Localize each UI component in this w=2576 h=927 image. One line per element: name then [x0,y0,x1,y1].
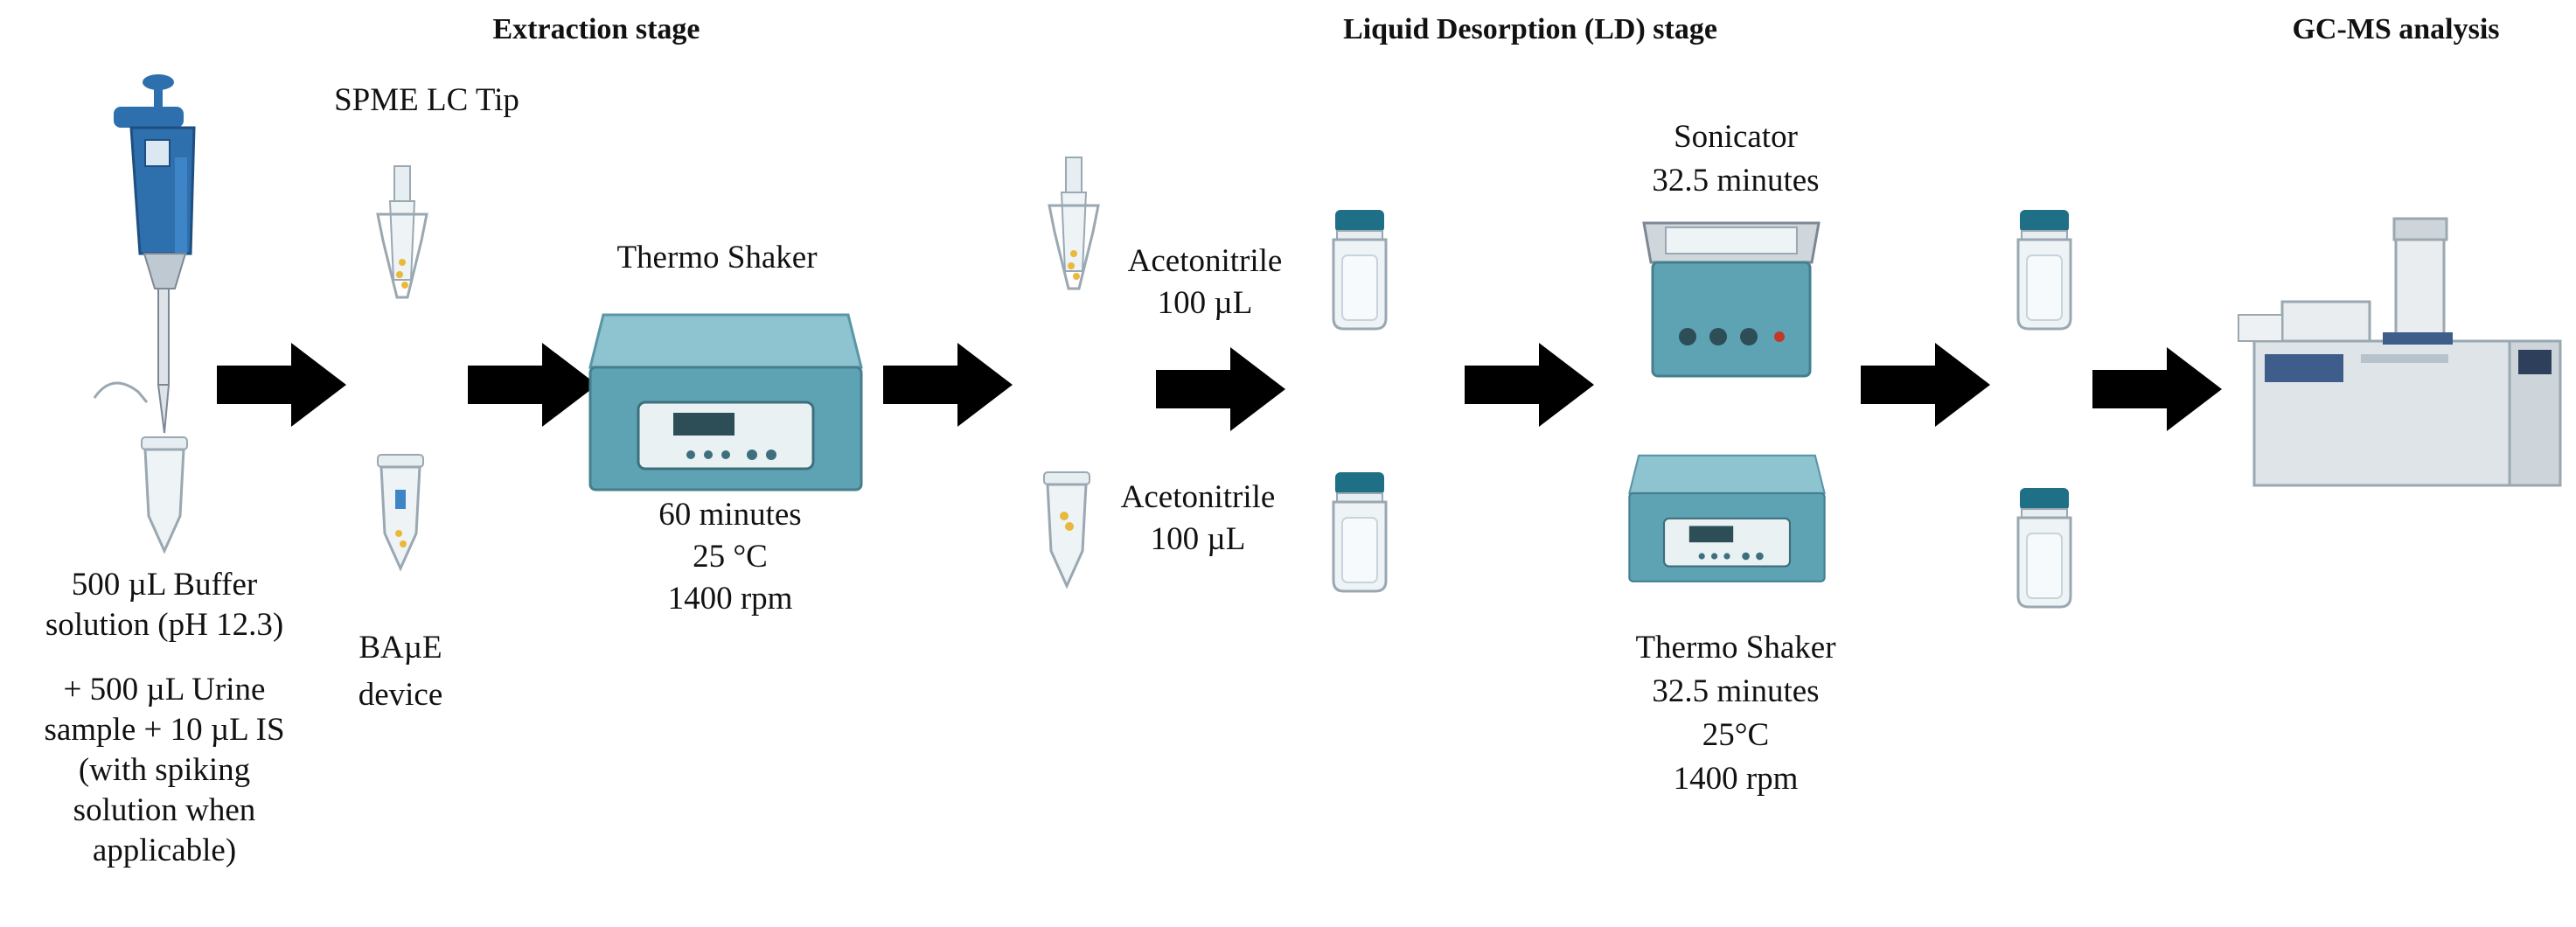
stage-title-desorption: Liquid Desorption (LD) stage [1343,13,1717,45]
acetonitrile-top-label: Acetonitrile [1128,243,1283,279]
arrow-icon [883,343,1013,427]
arrow-icon [1861,343,1990,427]
sonicator-title: Sonicator [1674,119,1798,155]
sample-label-line-6: solution when [73,792,256,828]
sonicator-time: 32.5 minutes [1652,163,1819,199]
arrow-icon [468,343,597,427]
vial-icon [1332,470,1388,593]
spme-tip-icon [1048,156,1100,290]
shaker2-title: Thermo Shaker [1635,630,1835,666]
sample-label-line-5: (with spiking [79,752,250,788]
sample-label-line-2: solution (pH 12.3) [45,607,283,643]
acetonitrile-top-volume: 100 µL [1158,285,1253,321]
shaker-time: 60 minutes [658,497,801,533]
spme-tip-icon [376,164,428,299]
bamue-tube-icon [1042,470,1091,588]
thermo-shaker-icon [588,313,863,491]
stage-title-analysis: GC-MS analysis [2292,13,2499,45]
thermo-shaker-icon [1628,454,1826,582]
sample-label-line-4: sample + 10 µL IS [44,712,284,748]
shaker2-time: 32.5 minutes [1652,673,1819,709]
pipette-icon [114,74,196,434]
arrow-icon [2092,347,2222,431]
bamue-tube-icon [376,453,425,570]
shaker2-temp: 25°C [1702,717,1769,753]
sonicator-icon [1642,221,1821,378]
bamue-label-line-1: BAµE [359,630,442,666]
vial-icon [2016,486,2072,609]
acetonitrile-bottom-label: Acetonitrile [1121,479,1276,515]
gc-ms-instrument-icon [2238,217,2562,487]
sample-label-line-7: applicable) [93,833,236,868]
sample-label-line-1: 500 µL Buffer [72,567,257,603]
bamue-label-line-2: device [359,677,443,713]
shaker-rpm: 1400 rpm [668,581,793,617]
arrow-icon [1465,343,1594,427]
spme-tip-label: SPME LC Tip [334,82,519,118]
microtube-icon [93,381,189,553]
vial-icon [2016,208,2072,331]
shaker-title: Thermo Shaker [616,240,817,275]
stage-title-extraction: Extraction stage [492,13,700,45]
shaker-temp: 25 °C [693,539,768,575]
vial-icon [1332,208,1388,331]
arrow-icon [217,343,346,427]
acetonitrile-bottom-volume: 100 µL [1151,521,1246,557]
sample-label-line-3: + 500 µL Urine [64,672,266,707]
arrow-icon [1156,347,1285,431]
shaker2-rpm: 1400 rpm [1674,761,1799,797]
